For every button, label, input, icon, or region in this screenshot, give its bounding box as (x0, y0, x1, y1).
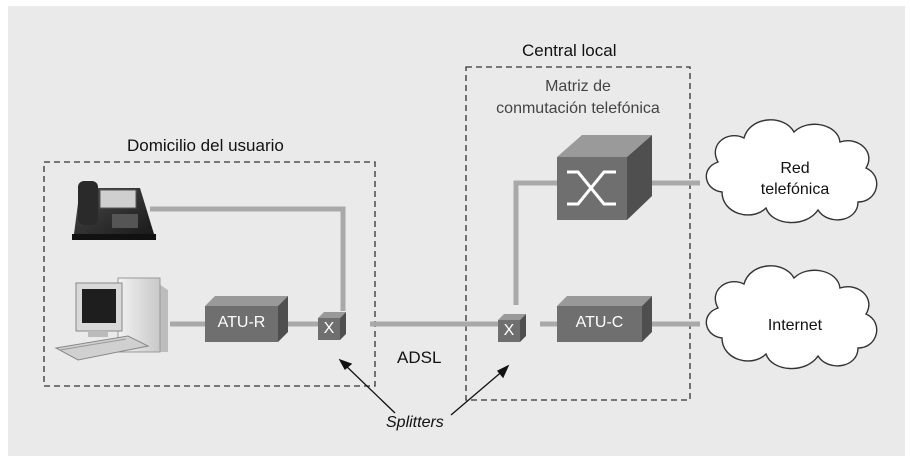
central-splitter-box (498, 314, 526, 342)
splitters-label: Splitters (386, 414, 444, 431)
user-premises-title: Domicilio del usuario (127, 136, 284, 155)
computer-icon (54, 277, 168, 361)
phone-line (150, 206, 346, 311)
telephone-icon (72, 181, 156, 240)
adsl-label: ADSL (397, 348, 442, 367)
splitter-to-switch-line (513, 180, 557, 305)
atu-r-label: ATU-R (217, 314, 266, 331)
user-splitter-box (318, 312, 346, 340)
switch-matrix-label: Matriz de conmutación telefónica (466, 76, 690, 120)
atu-r-box (205, 296, 288, 342)
diagram-background (8, 6, 905, 456)
connection-lines (150, 180, 700, 327)
red-telefonica-label: Red telefónica (740, 158, 850, 200)
internet-label: Internet (767, 317, 823, 334)
atu-c-label: ATU-C (575, 314, 624, 331)
red-telefonica-line2: telefónica (760, 181, 830, 198)
cloud-icon (705, 265, 878, 370)
splitter-arrows (338, 358, 510, 416)
central-office-region (465, 66, 691, 401)
central-splitter-label: X (503, 322, 515, 339)
switch-matrix-label-line1: Matriz de (545, 78, 611, 95)
red-telefonica-line1: Red (780, 160, 810, 177)
switch-matrix-label-line2: conmutación telefónica (496, 100, 660, 117)
atu-c-box (557, 296, 652, 342)
user-splitter-label: X (323, 320, 335, 337)
cloud-icon (705, 119, 878, 224)
user-premises-region (43, 161, 376, 387)
central-office-title: Central local (522, 41, 617, 60)
switch-matrix-icon (557, 135, 652, 220)
